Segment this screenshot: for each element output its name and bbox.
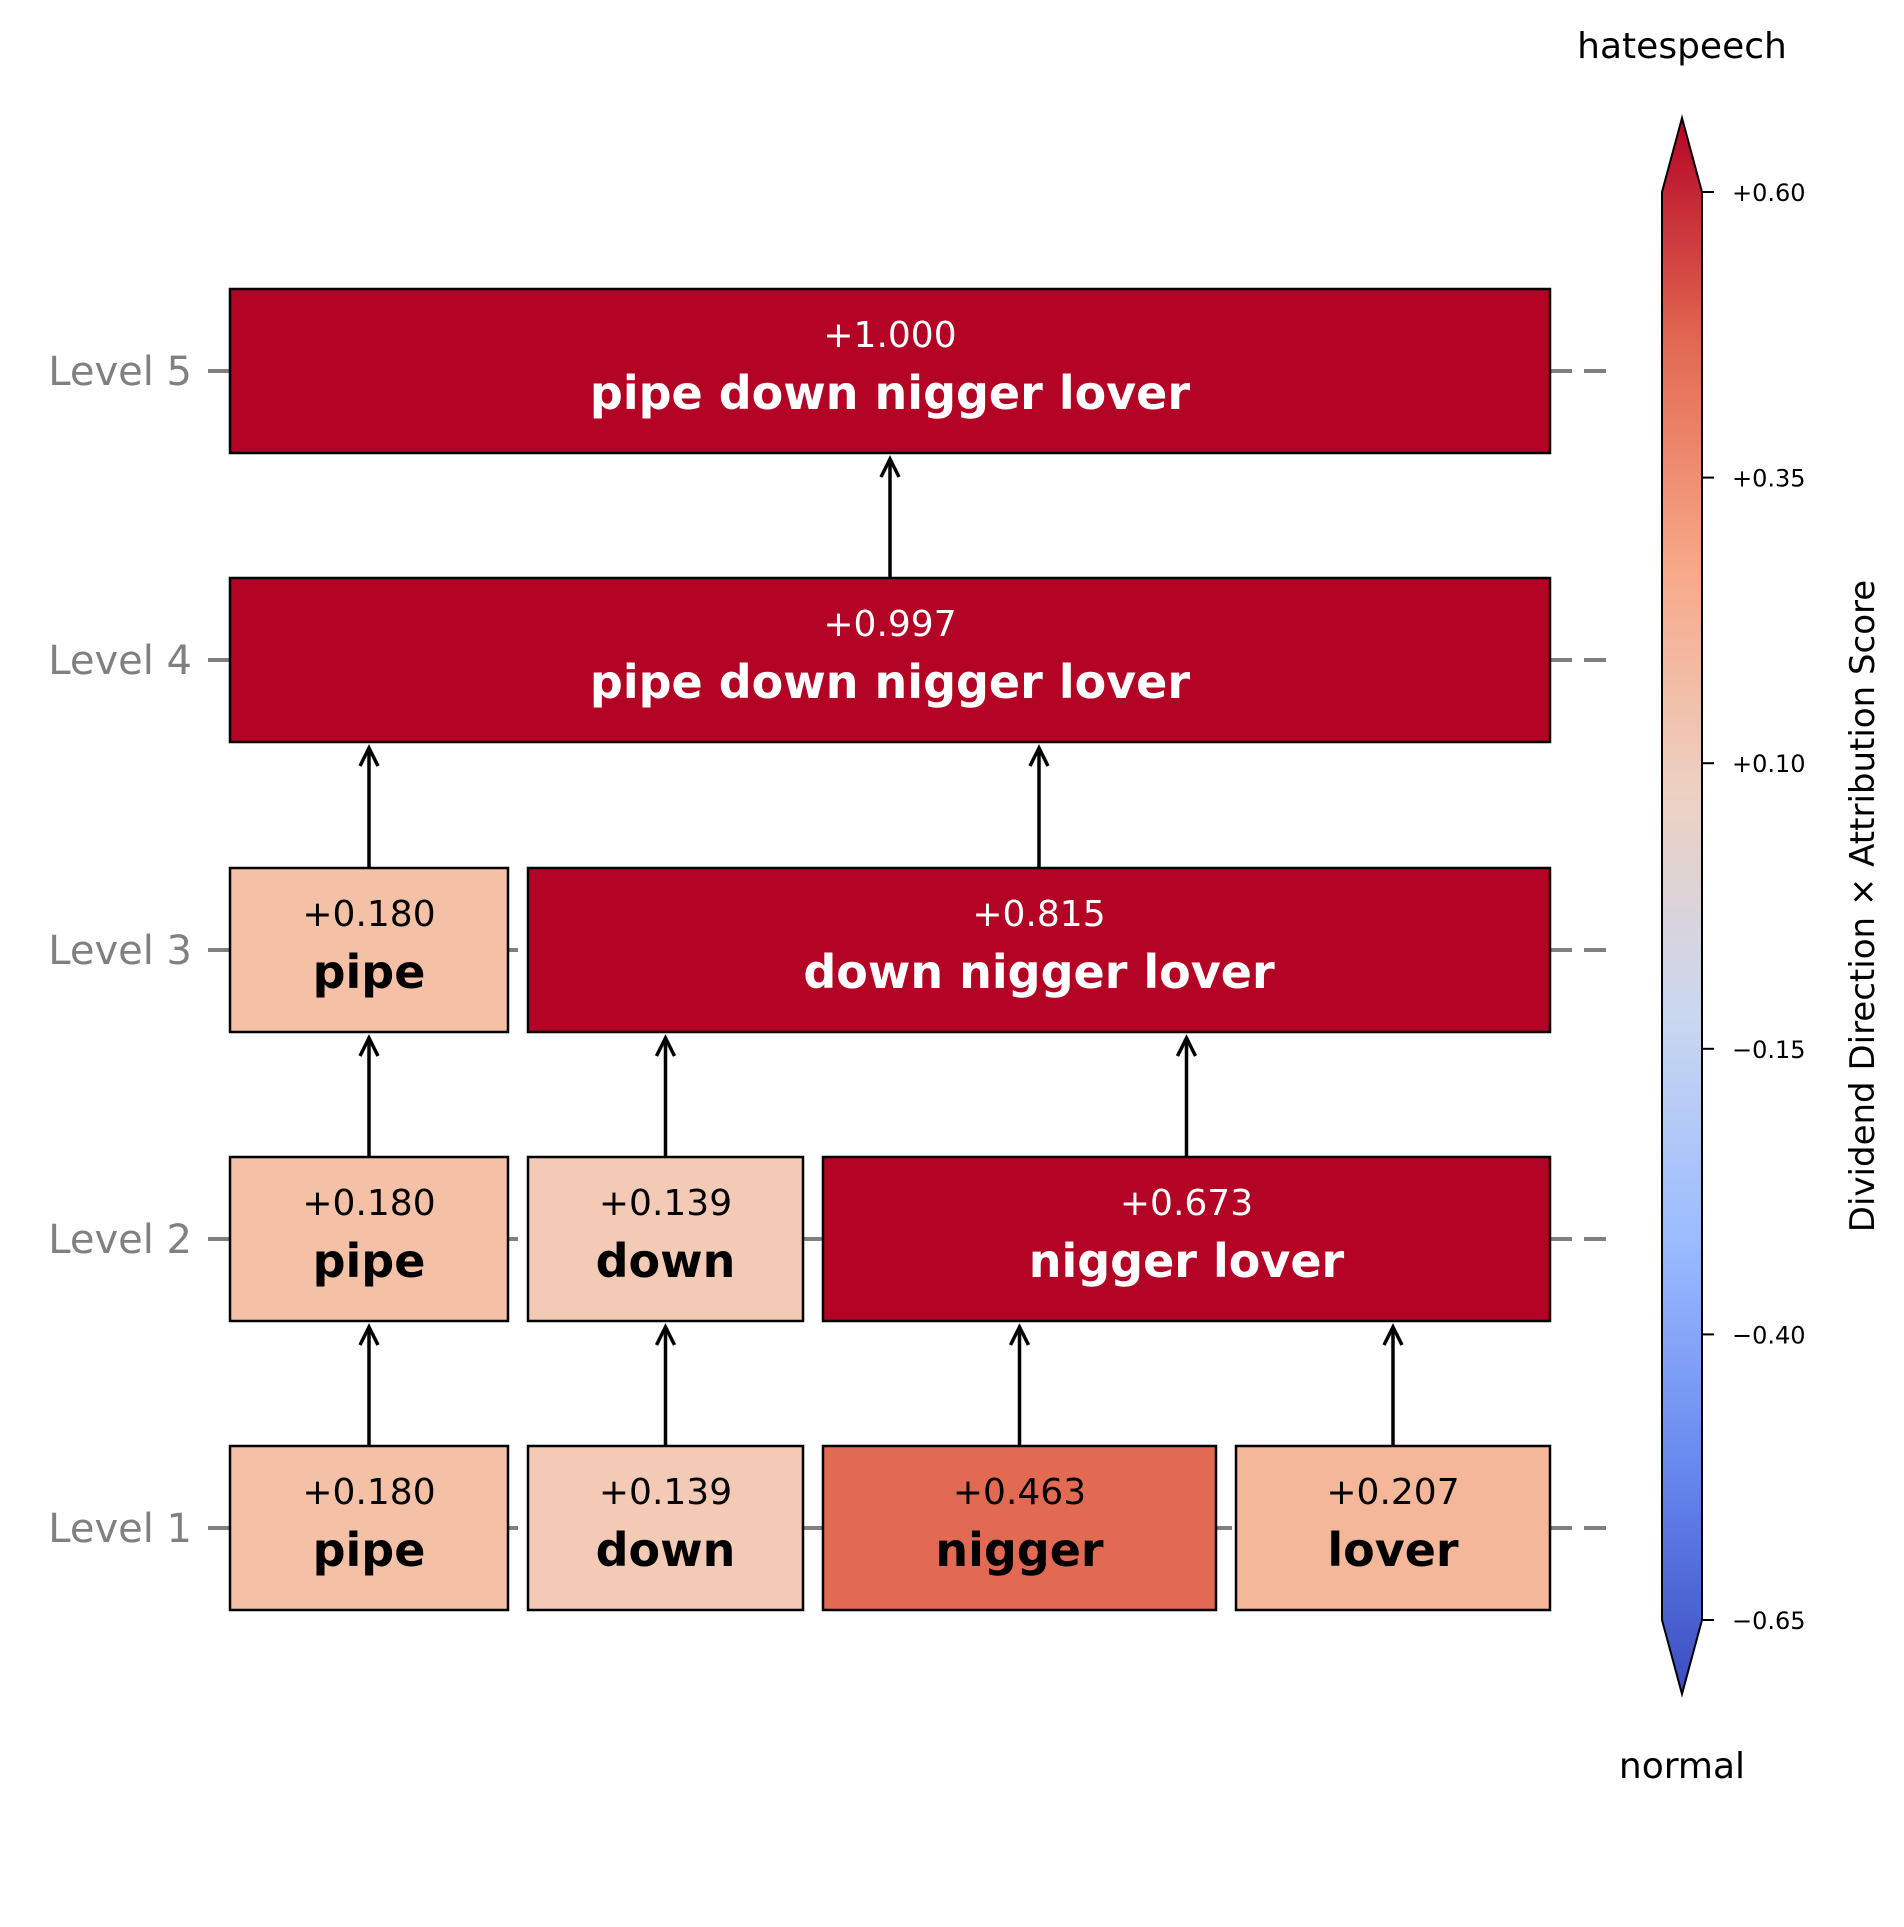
colorbar-gradient xyxy=(1661,114,1703,1698)
colorbar: +0.60 +0.35 +0.10 −0.15 −0.40 −0.65 hatespeec… xyxy=(1577,26,1883,1787)
cell-box xyxy=(1234,1444,1552,1612)
hierarchy-cells: +1.000 pipe down nigger lover +0.997 pipe d… xyxy=(228,287,1552,1612)
level-label: Level 5 xyxy=(48,349,192,395)
hierarchy-cell: +0.673 nigger lover xyxy=(821,1155,1552,1323)
colorbar-tick-label: −0.40 xyxy=(1732,1321,1806,1349)
cell-word: lover xyxy=(1327,1523,1459,1577)
merge-arrow xyxy=(654,1323,677,1446)
merge-arrow xyxy=(358,1323,380,1446)
cell-box xyxy=(228,866,510,1034)
hierarchy-cell: +0.997 pipe down nigger lover xyxy=(228,576,1552,744)
level-label: Level 3 xyxy=(48,928,192,974)
colorbar-ticks: +0.60 +0.35 +0.10 −0.15 −0.40 −0.65 xyxy=(1702,179,1806,1635)
merge-arrows xyxy=(358,455,1404,1446)
cell-score: +0.997 xyxy=(823,604,956,645)
colorbar-tick-label: −0.65 xyxy=(1732,1607,1806,1635)
cell-word: pipe down nigger lover xyxy=(590,366,1190,420)
hierarchy-cell: +0.139 down xyxy=(526,1155,805,1323)
cell-box xyxy=(821,1444,1218,1612)
cell-word: nigger lover xyxy=(1029,1234,1345,1288)
cell-score: +0.463 xyxy=(953,1472,1086,1513)
colorbar-top-label: hatespeech xyxy=(1577,26,1787,67)
merge-arrow xyxy=(879,455,901,578)
cell-box xyxy=(228,1444,510,1612)
merge-arrow xyxy=(1008,1323,1031,1446)
colorbar-tick-label: +0.35 xyxy=(1732,465,1806,493)
merge-arrow xyxy=(1028,744,1050,868)
cell-box xyxy=(228,287,1552,455)
cell-score: +0.180 xyxy=(302,894,435,935)
cell-score: +0.815 xyxy=(972,894,1105,935)
merge-arrow xyxy=(654,1034,677,1157)
colorbar-tick-label: −0.15 xyxy=(1732,1036,1806,1064)
cell-word: nigger xyxy=(935,1523,1104,1577)
level-label: Level 2 xyxy=(48,1217,192,1263)
cell-word: down xyxy=(596,1523,736,1577)
level-label: Level 1 xyxy=(48,1506,192,1552)
cell-score: +0.207 xyxy=(1326,1472,1459,1513)
cell-box xyxy=(526,866,1552,1034)
colorbar-title: Dividend Direction × Attribution Score xyxy=(1843,580,1883,1232)
cell-word: pipe xyxy=(313,1234,426,1288)
cell-box xyxy=(228,576,1552,744)
hierarchy-cell: +0.815 down nigger lover xyxy=(526,866,1552,1034)
hierarchy-cell: +0.463 nigger xyxy=(821,1444,1218,1612)
cell-word: pipe down nigger lover xyxy=(590,655,1190,709)
cell-box xyxy=(526,1444,805,1612)
hierarchy-cell: +0.207 lover xyxy=(1234,1444,1552,1612)
cell-word: pipe xyxy=(313,945,426,999)
hierarchy-cell: +0.180 pipe xyxy=(228,1155,510,1323)
merge-arrow xyxy=(1175,1034,1198,1157)
merge-arrow xyxy=(358,744,380,868)
level-label: Level 4 xyxy=(48,638,192,684)
level-labels: Level 5 Level 4 Level 3 Level 2 Level 1 xyxy=(48,349,226,1552)
hierarchy-cell: +0.139 down xyxy=(526,1444,805,1612)
cell-score: +0.180 xyxy=(302,1472,435,1513)
colorbar-tick-label: +0.10 xyxy=(1732,750,1806,778)
cell-word: down xyxy=(596,1234,736,1288)
cell-box xyxy=(228,1155,510,1323)
colorbar-tick-label: +0.60 xyxy=(1732,179,1806,207)
cell-score: +0.673 xyxy=(1120,1183,1253,1224)
merge-arrow xyxy=(1382,1323,1404,1446)
merge-arrow xyxy=(358,1034,380,1157)
hierarchy-cell: +0.180 pipe xyxy=(228,1444,510,1612)
cell-score: +0.139 xyxy=(599,1183,732,1224)
cell-box xyxy=(526,1155,805,1323)
cell-score: +1.000 xyxy=(823,315,956,356)
cell-word: pipe xyxy=(313,1523,426,1577)
cell-box xyxy=(821,1155,1552,1323)
colorbar-bottom-label: normal xyxy=(1619,1746,1745,1787)
cell-word: down nigger lover xyxy=(803,945,1275,999)
cell-score: +0.139 xyxy=(599,1472,732,1513)
hierarchy-cell: +1.000 pipe down nigger lover xyxy=(228,287,1552,455)
cell-score: +0.180 xyxy=(302,1183,435,1224)
hierarchy-cell: +0.180 pipe xyxy=(228,866,510,1034)
